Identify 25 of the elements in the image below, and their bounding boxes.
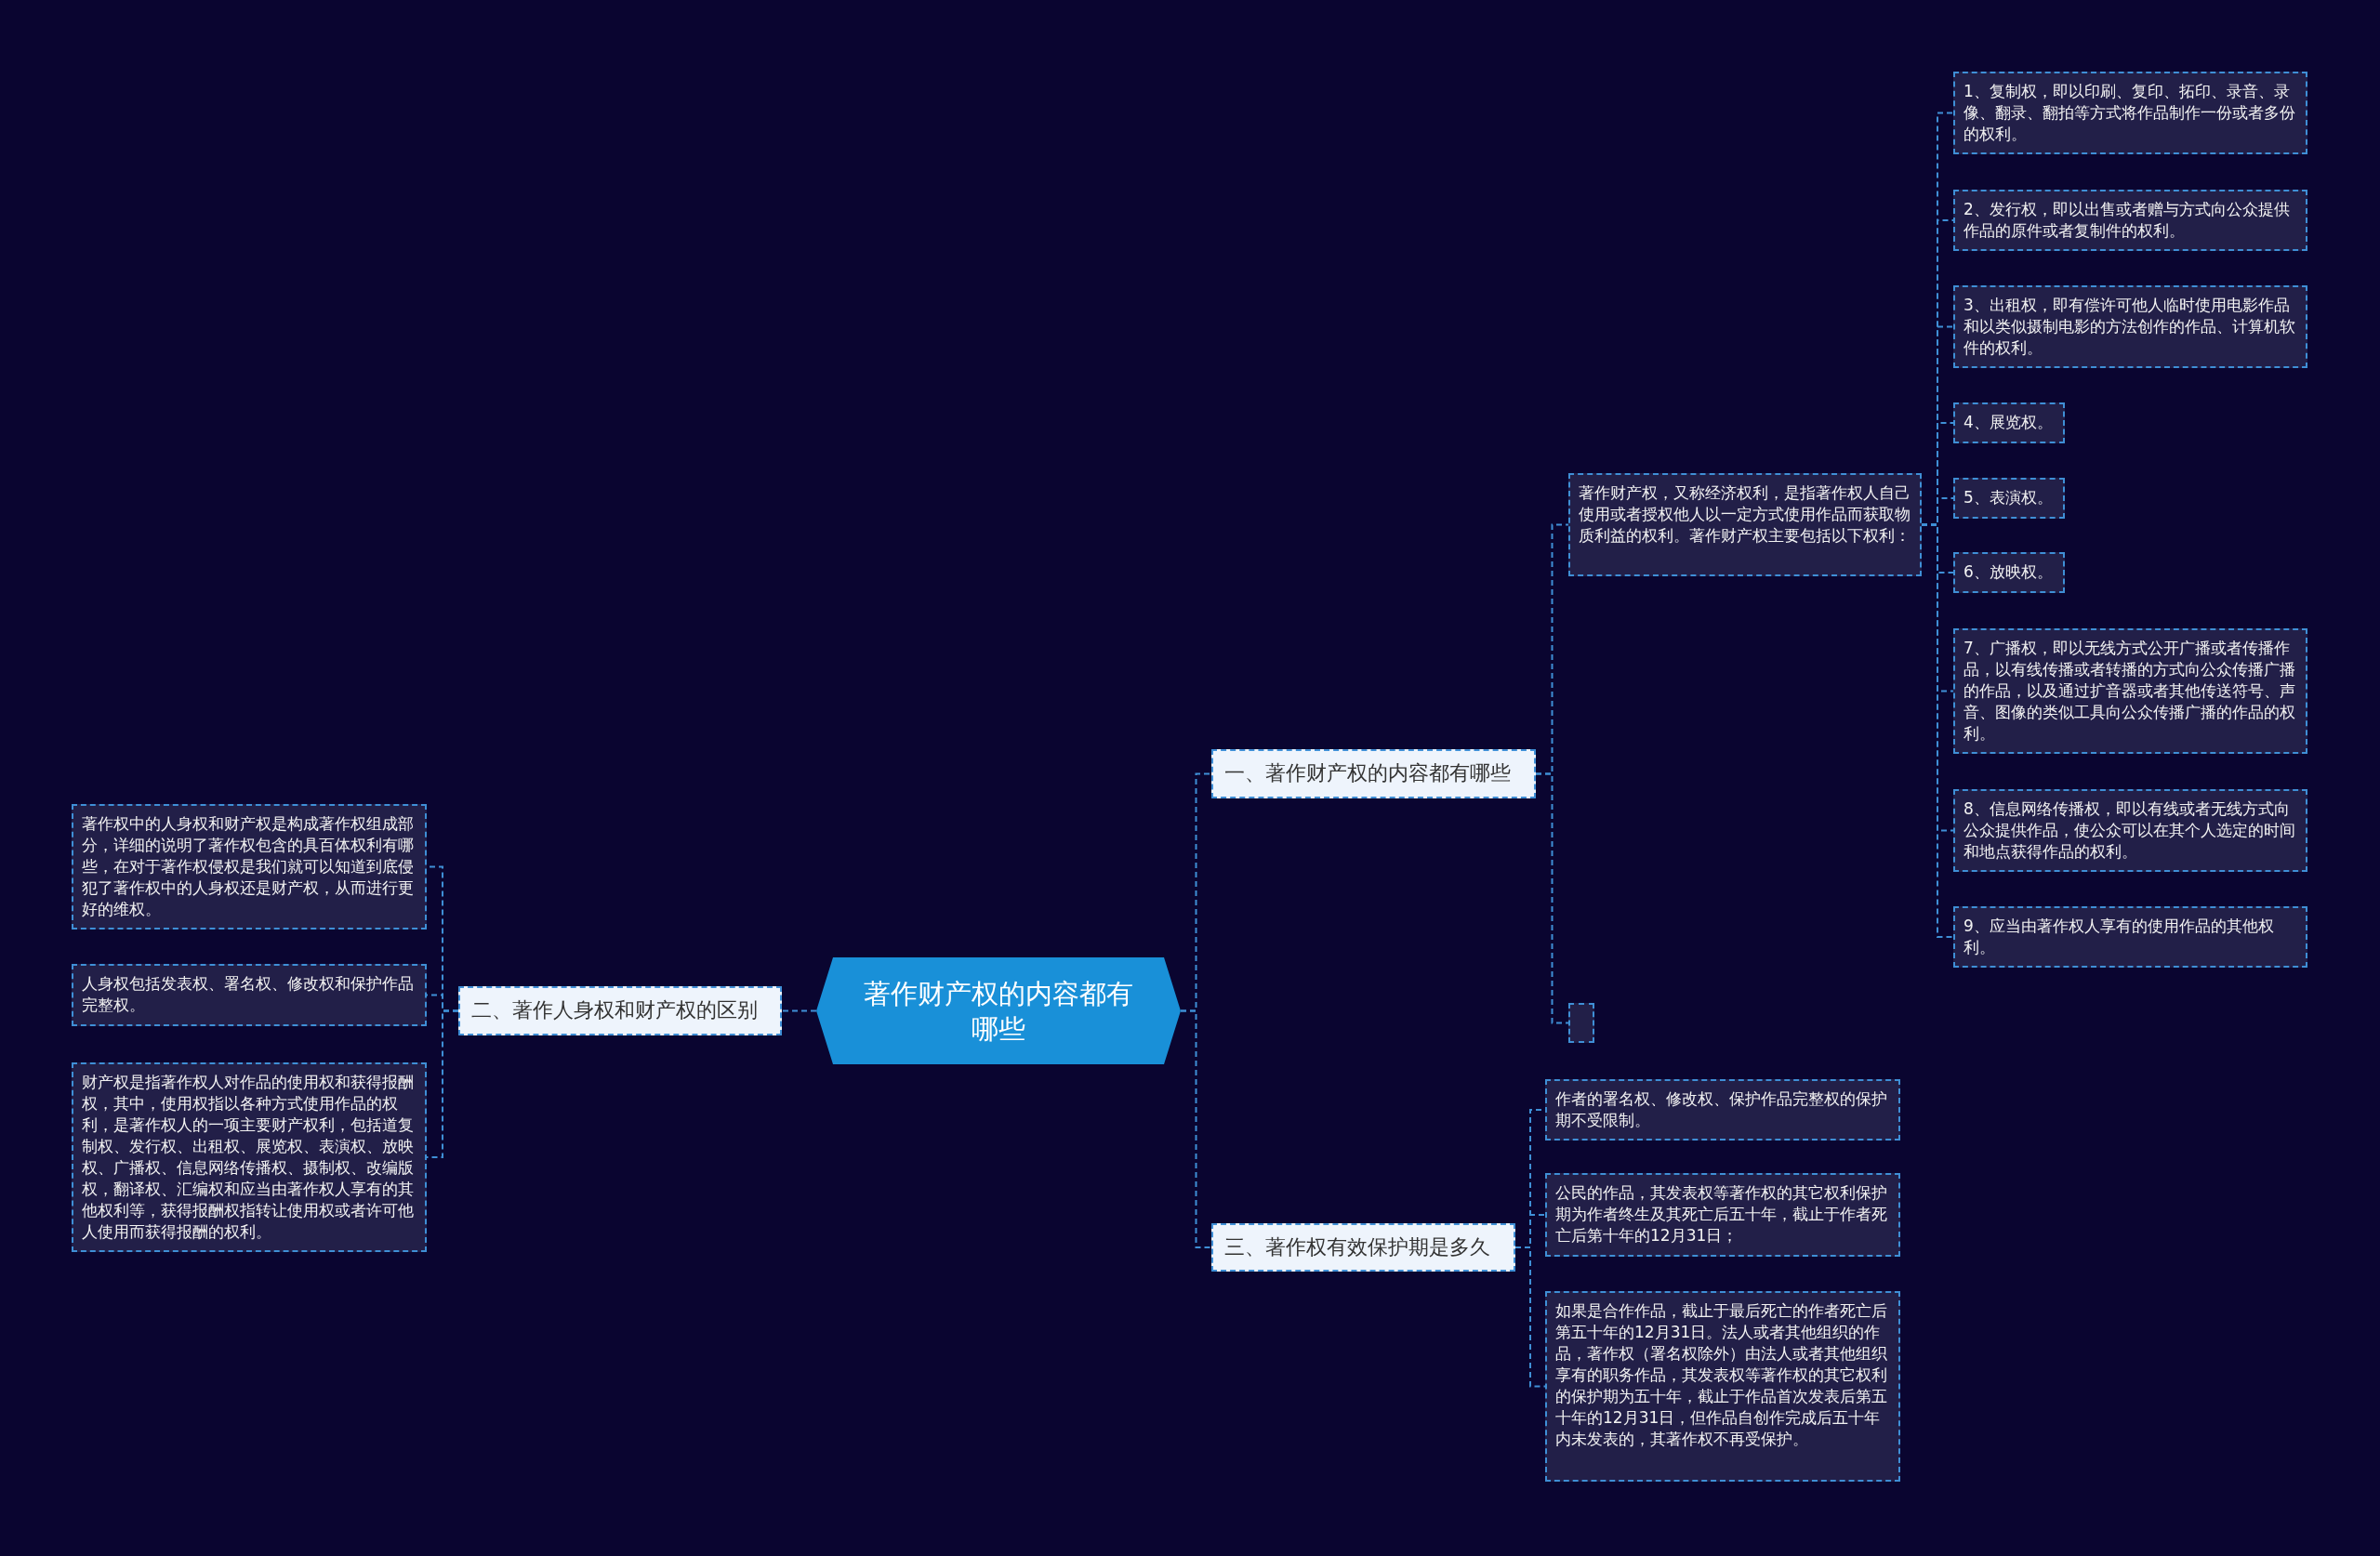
note-box: 著作权中的人身权和财产权是构成著作权组成部分，详细的说明了著作权包含的具百体权利有哪些，在对于著作权侵权是我们就可以知道到底侵犯了著作权中的人身权还是财产权，从而进行更好的维权。	[72, 804, 427, 930]
connector-line	[1180, 1009, 1212, 1248]
note-box: 作者的署名权、修改权、保护作品完整权的保护期不受限制。	[1545, 1079, 1900, 1141]
note-box: 2、发行权，即以出售或者赠与方式向公众提供作品的原件或者复制件的权利。	[1953, 190, 2307, 251]
note-box: 6、放映权。	[1953, 552, 2065, 593]
central-topic: 著作财产权的内容都有哪些	[816, 957, 1181, 1064]
note-box: 7、广播权，即以无线方式公开广播或者传播作品，以有线传播或者转播的方式向公众传播广播的作品，以及通过扩音器或者其他传送符号、声音、图像的类似工具向公众传播广播的作品的权利。	[1953, 628, 2307, 754]
empty-box	[1568, 1003, 1594, 1043]
topic-box: 三、著作权有效保护期是多久	[1211, 1223, 1515, 1272]
topic-box: 一、著作财产权的内容都有哪些	[1211, 749, 1536, 798]
topic-box: 二、著作人身权和财产权的区别	[458, 986, 782, 1035]
note-box: 8、信息网络传播权，即以有线或者无线方式向公众提供作品，使公众可以在其个人选定的时间和地点获得作品的权利。	[1953, 789, 2307, 872]
note-box: 1、复制权，即以印刷、复印、拓印、录音、录像、翻录、翻拍等方式将作品制作一份或者多份的权利。	[1953, 72, 2307, 154]
note-box: 4、展览权。	[1953, 402, 2065, 443]
note-box: 著作财产权，又称经济权利，是指著作权人自己使用或者授权他人以一定方式使用作品而获取物质利益的权利。著作财产权主要包括以下权利：	[1568, 473, 1922, 576]
note-box: 人身权包括发表权、署名权、修改权和保护作品完整权。	[72, 964, 427, 1026]
note-box: 5、表演权。	[1953, 478, 2065, 519]
note-box: 如果是合作作品，截止于最后死亡的作者死亡后第五十年的12月31日。法人或者其他组织的作品，著作权（署名权除外）由法人或者其他组织享有的职务作品，其发表权等著作权的其它权利的保护期为五十年，截止于作品首次发表后第五十年的12月31日，但作品自创作完成后五十年内未发表的，其著作权不再受保护。	[1545, 1291, 1900, 1482]
note-box: 公民的作品，其发表权等著作权的其它权利保护期为作者终生及其死亡后五十年，截止于作者死亡后第十年的12月31日；	[1545, 1173, 1900, 1257]
connector-line	[1514, 1246, 1546, 1388]
connector-line	[1535, 772, 1569, 1024]
connector-line	[781, 1009, 817, 1012]
note-box: 财产权是指著作权人对作品的使用权和获得报酬权，其中，使用权指以各种方式使用作品的权利，是著作权人的一项主要财产权利，包括道复制权、发行权、出租权、展览权、表演权、放映权、广播权、信息网络传播权、摄制权、改编版权，翻译权、汇编权和应当由著作权人享有的其他权利等，获得报酬权指转让使用权或者许可他人使用而获得报酬的权利。	[72, 1062, 427, 1252]
note-box: 9、应当由著作权人享有的使用作品的其他权利。	[1953, 906, 2307, 968]
note-box: 3、出租权，即有偿许可他人临时使用电影作品和以类似摄制电影的方法创作的作品、计算机软件的权利。	[1953, 285, 2307, 368]
